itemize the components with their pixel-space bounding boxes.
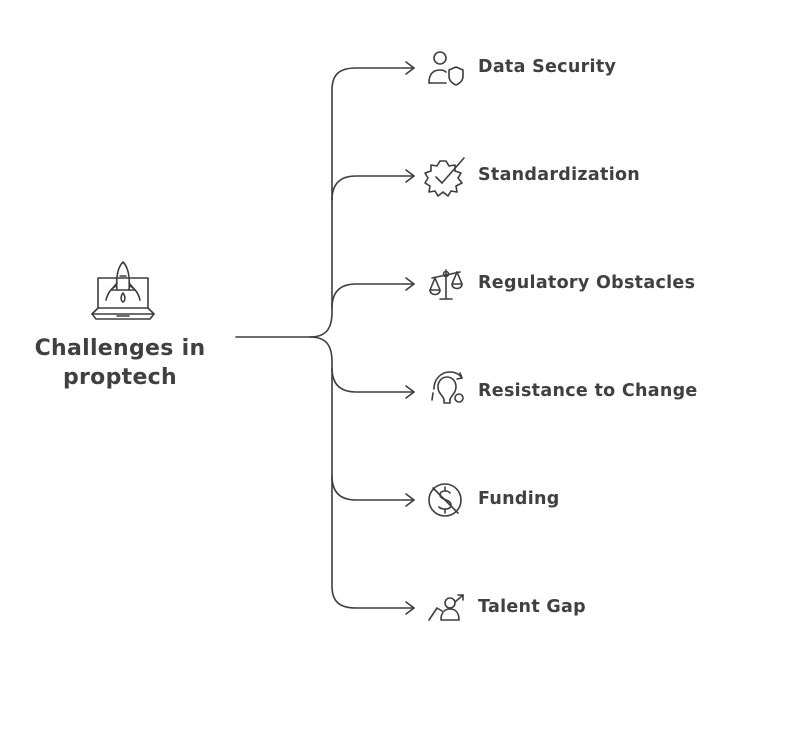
branch-label-talent-gap: Talent Gap xyxy=(478,597,586,617)
arrowhead-6 xyxy=(405,601,415,615)
lightbulb-refresh-icon xyxy=(431,371,464,404)
arrowhead-5 xyxy=(405,493,415,507)
branch-connector-5 xyxy=(331,475,415,501)
arrowhead-2 xyxy=(405,169,415,183)
root-title-line2: proptech xyxy=(62,365,177,390)
branch-connector-2 xyxy=(331,175,415,201)
laptop-rocket-icon xyxy=(91,261,155,320)
root-title-line1: Challenges in xyxy=(34,336,206,361)
spine-connector-upper xyxy=(309,67,415,338)
arrowhead-1 xyxy=(405,61,415,75)
user-shield-icon xyxy=(428,51,464,86)
branch-connector-4 xyxy=(331,367,415,393)
arrowheads xyxy=(405,61,415,615)
person-growth-icon xyxy=(428,594,464,621)
branch-label-data-security: Data Security xyxy=(478,57,617,77)
branch-label-standardization: Standardization xyxy=(478,165,641,185)
scales-icon xyxy=(429,269,463,300)
arrowhead-3 xyxy=(405,277,415,291)
root-title: Challenges in proptech xyxy=(20,334,220,392)
branch-label-resistance-to-change: Resistance to Change xyxy=(478,381,698,401)
no-dollar-icon xyxy=(428,483,462,517)
branch-label-funding: Funding xyxy=(478,489,560,509)
branch-label-regulatory-obstacles: Regulatory Obstacles xyxy=(478,273,696,293)
branch-connector-3 xyxy=(331,283,415,309)
spine-connector-lower xyxy=(309,336,415,609)
gear-check-icon xyxy=(424,157,465,197)
arrowhead-4 xyxy=(405,385,415,399)
